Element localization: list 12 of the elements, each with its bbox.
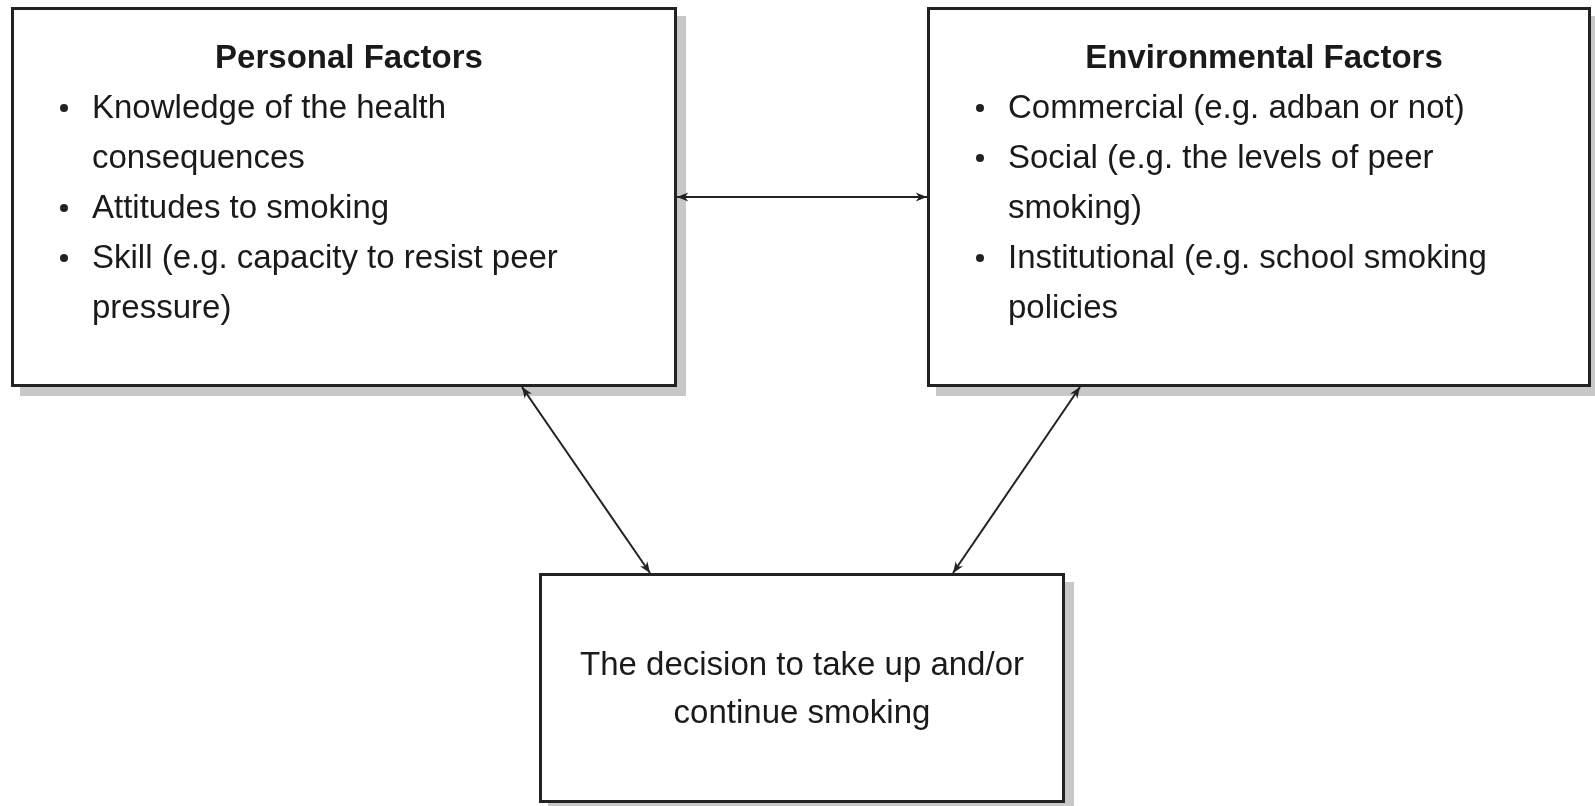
box-heading: Personal Factors (214, 38, 484, 76)
bullet-item: Commercial (e.g. adban or not) (970, 82, 1558, 132)
bullet-item: Social (e.g. the levels of peer smoking) (970, 132, 1558, 232)
double-arrow (521, 386, 651, 574)
bullet-item: Knowledge of the health consequences (54, 82, 644, 182)
box-text: The decision to take up and/or continue smoking (579, 644, 1025, 732)
box-heading: Environmental Factors (1084, 38, 1444, 76)
bullet-item: Institutional (e.g. school smoking policies (970, 232, 1558, 332)
double-arrow (676, 192, 928, 202)
bullet-item: Skill (e.g. capacity to resist peer pressure) (54, 232, 644, 332)
bullet-item: Attitudes to smoking (54, 182, 644, 232)
double-arrow (952, 386, 1081, 574)
